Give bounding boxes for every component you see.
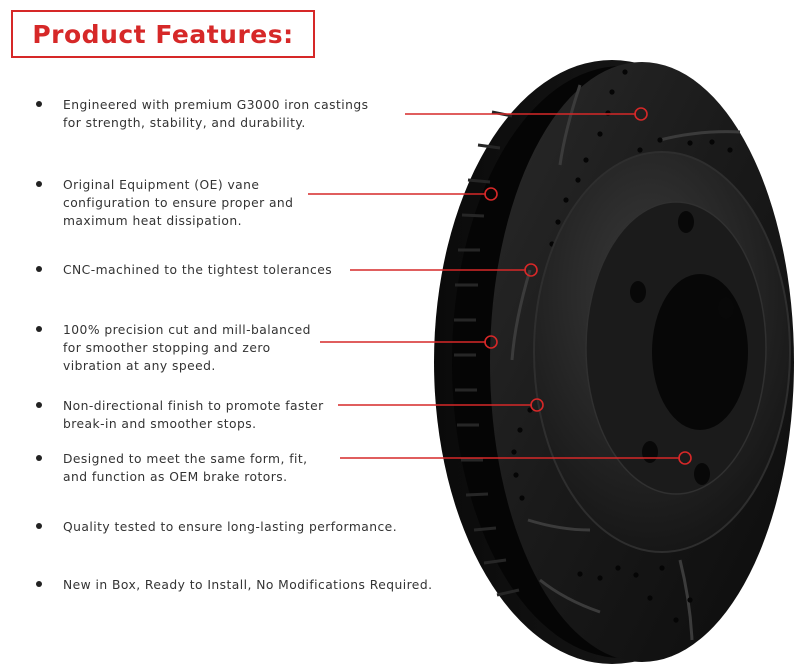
feature-text: Engineered with premium G3000 iron casti… — [63, 98, 369, 130]
callout-lines — [308, 107, 692, 465]
bullet-icon — [36, 523, 42, 529]
cooling-vanes — [454, 110, 520, 597]
feature-item: 100% precision cut and mill-balanced for… — [36, 321, 311, 375]
bullet-icon — [36, 581, 42, 587]
feature-item: Engineered with premium G3000 iron casti… — [36, 96, 368, 132]
feature-text: Non-directional finish to promote faster… — [63, 399, 324, 431]
feature-text: Designed to meet the same form, fit, and… — [63, 452, 308, 484]
feature-item: New in Box, Ready to Install, No Modific… — [36, 576, 432, 594]
feature-item: Quality tested to ensure long-lasting pe… — [36, 518, 397, 536]
feature-text: CNC-machined to the tightest tolerances — [63, 263, 333, 277]
bullet-icon — [36, 101, 42, 107]
feature-item: Designed to meet the same form, fit, and… — [36, 450, 307, 486]
feature-text: Original Equipment (OE) vane configurati… — [63, 178, 294, 228]
bullet-icon — [36, 455, 42, 461]
feature-item: CNC-machined to the tightest tolerances — [36, 261, 332, 279]
bullet-icon — [36, 326, 42, 332]
feature-text: New in Box, Ready to Install, No Modific… — [63, 578, 433, 592]
bullet-icon — [36, 402, 42, 408]
page-title: Product Features: — [32, 19, 294, 49]
feature-item: Non-directional finish to promote faster… — [36, 397, 324, 433]
bullet-icon — [36, 181, 42, 187]
feature-text: Quality tested to ensure long-lasting pe… — [63, 520, 398, 534]
feature-item: Original Equipment (OE) vane configurati… — [36, 176, 293, 230]
bullet-icon — [36, 266, 42, 272]
feature-text: 100% precision cut and mill-balanced for… — [63, 323, 311, 373]
title-box: Product Features: — [11, 10, 315, 58]
